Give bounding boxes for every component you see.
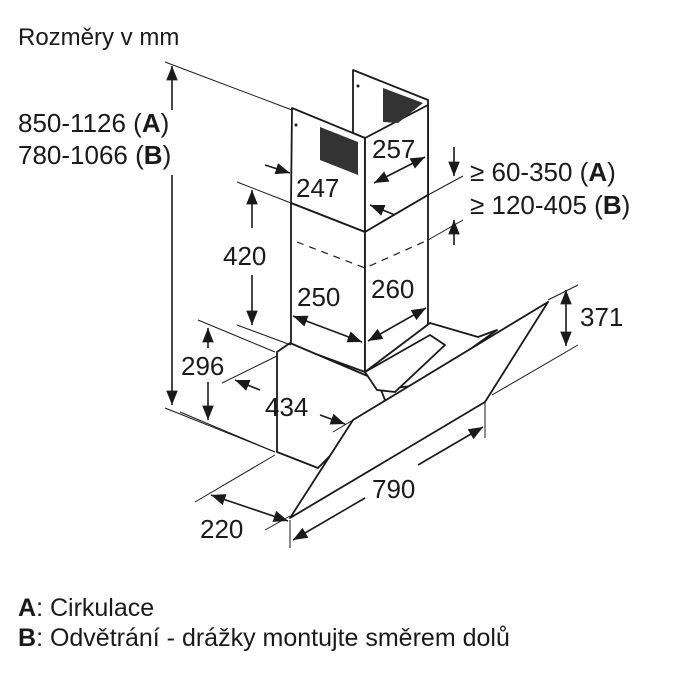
dim-790: 790 xyxy=(372,474,415,504)
title: Rozměry v mm xyxy=(18,24,179,51)
clearance-b-label: ≥ 120-405 (B) xyxy=(470,190,630,220)
glass-panel xyxy=(289,301,549,519)
dim-220: 220 xyxy=(200,514,243,544)
height-b-label: 780-1066 (B) xyxy=(18,140,171,170)
dim-260: 260 xyxy=(371,274,414,304)
clearance-a-label: ≥ 60-350 (A) xyxy=(470,157,616,187)
dim-434: 434 xyxy=(265,392,308,422)
dim-296: 296 xyxy=(181,351,224,381)
dim-247: 247 xyxy=(296,173,339,203)
legend-b: B: Odvětrání - drážky montujte směrem do… xyxy=(18,624,510,652)
legend-a: A: Cirkulace xyxy=(18,594,154,622)
hood-body xyxy=(276,301,549,519)
dim-257: 257 xyxy=(372,134,415,164)
vent-slots-icon xyxy=(320,88,423,175)
dim-250: 250 xyxy=(297,282,340,312)
dim-420: 420 xyxy=(223,241,266,271)
upper-chimney xyxy=(290,69,429,233)
dim-371: 371 xyxy=(580,302,623,332)
height-a-label: 850-1126 (A) xyxy=(18,108,169,138)
